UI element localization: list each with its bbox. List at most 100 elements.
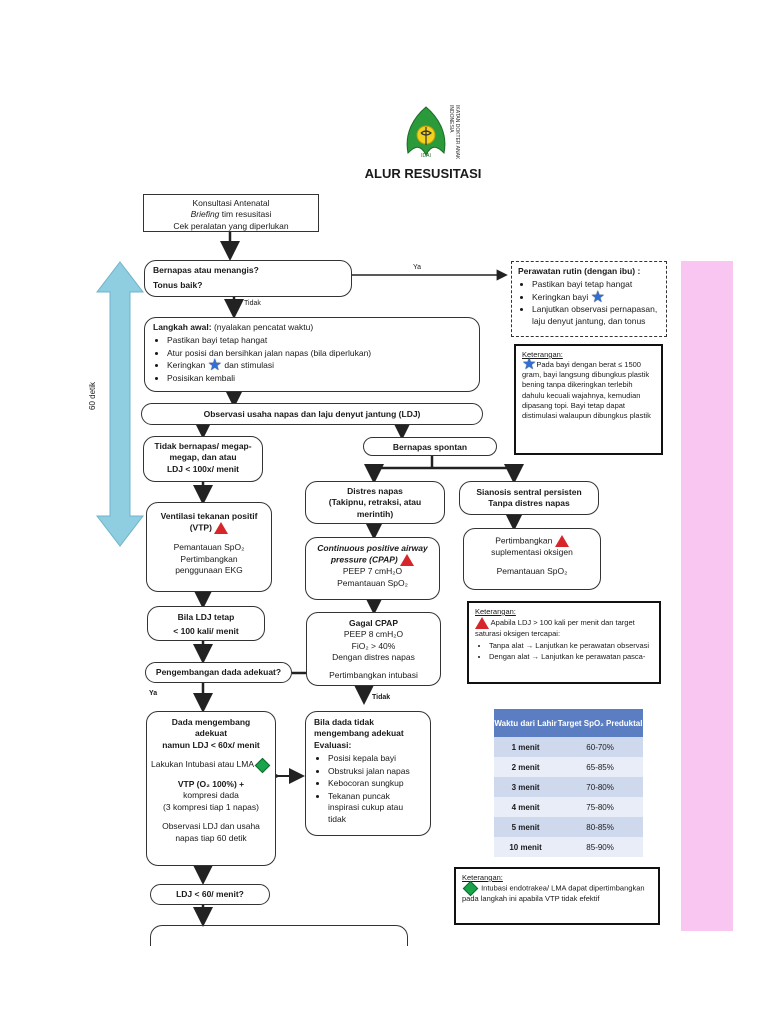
initial-item-airway: Atur posisi dan bersihkan jalan napas (b… xyxy=(167,348,471,359)
tone-question: Tonus baik? xyxy=(153,280,203,291)
chest-no-label: Tidak xyxy=(372,694,391,701)
adequate-line3: namun LDJ < 60x/ menit xyxy=(162,739,260,750)
table-cell: 60-70% xyxy=(586,742,614,752)
routine-care-box: Perawatan rutin (dengan ibu) : Pastikan … xyxy=(511,261,667,337)
table-row: 2 menit 65-85% xyxy=(494,757,643,777)
routine-item-observe: Lanjutkan observasi pernapasan, laju den… xyxy=(532,304,660,327)
initial-item-warm: Pastikan bayi tetap hangat xyxy=(167,335,471,346)
side-panel xyxy=(681,261,733,931)
note2-text-row: Apabila LDJ > 100 kali per menit dan tar… xyxy=(475,617,635,639)
cpap-fail-peep: PEEP 8 cmH₂O xyxy=(343,629,404,640)
inadequate-item-head: Posisi kepala bayi xyxy=(328,753,422,764)
table-cell: 85-90% xyxy=(586,842,614,852)
inadequate-item-pressure: Tekanan puncak inspirasi cukup atau tida… xyxy=(328,791,422,825)
chest-yes-label: Ya xyxy=(149,690,158,697)
table-header-target: Target SpO₂ Preduktal xyxy=(557,718,643,728)
spo2-table-wrap: Waktu dari Lahir Target SpO₂ Preduktal 1… xyxy=(494,709,643,857)
inadequate-item-leak: Kebocoran sungkup xyxy=(328,778,422,789)
vtp-consider1: Pertimbangkan xyxy=(180,553,238,564)
q1-yes-label: Ya xyxy=(413,264,422,271)
cyanosis-line2: Tanpa distres napas xyxy=(488,498,570,509)
spontaneous-box: Bernapas spontan xyxy=(363,437,497,456)
vtp-abbr-row: (VTP) xyxy=(147,522,271,535)
star-icon: ★ xyxy=(207,357,222,375)
distress-line2: (Takipnu, retraksi, atau xyxy=(328,497,422,508)
cyanosis-box: Sianosis sentral persisten Tanpa distres… xyxy=(459,481,599,515)
table-header-row: Waktu dari Lahir Target SpO₂ Preduktal xyxy=(494,709,643,737)
not-breathing-box: Tidak bernapas/ megap- megap, dan atau L… xyxy=(143,436,263,482)
inadequate-item-obstruction: Obstruksi jalan napas xyxy=(328,766,422,777)
table-cell: 10 menit xyxy=(509,842,542,852)
adequate-line1: Dada mengembang xyxy=(171,717,251,727)
note1-title: Keterangan: xyxy=(522,350,563,359)
vtp-title: Ventilasi tekanan positif xyxy=(160,511,258,521)
oxygen-monitor: Pemantauan SpO₂ xyxy=(496,566,568,577)
initial-item-reposition: Posisikan kembali xyxy=(167,373,471,384)
table-header-time: Waktu dari Lahir xyxy=(494,718,557,728)
q1-no-label: Tidak xyxy=(244,300,261,307)
routine-item-dry: Keringkan bayi ★ xyxy=(532,289,660,305)
adequate-intubation-row: Lakukan Intubasi atau LMA xyxy=(147,757,275,773)
note3-box: Keterangan: Intubasi endotrakea/ LMA dap… xyxy=(454,867,660,925)
page-title: ALUR RESUSITASI xyxy=(364,166,482,181)
initial-item-dry: Keringkan ★ dan stimulasi xyxy=(167,357,471,375)
logo: IDAI xyxy=(386,103,466,167)
note1-box: Keterangan: ★Pada bayi dengan berat ≤ 15… xyxy=(514,344,663,455)
cpap-title2-row: pressure (CPAP) xyxy=(306,554,439,567)
adequate-vtp1: VTP (O₂ 100%) + xyxy=(177,778,245,789)
table-cell: 2 menit xyxy=(511,762,540,772)
oxygen-box: Pertimbangkan suplementasi oksigen Peman… xyxy=(463,528,601,590)
adequate-vtp3: (3 kompresi tiap 1 napas) xyxy=(163,801,259,812)
logo-leaf-icon xyxy=(406,106,446,157)
distress-line3: merintih) xyxy=(356,508,394,519)
oxygen-line1-row: Pertimbangkan xyxy=(464,535,600,547)
table-cell: 70-80% xyxy=(586,782,614,792)
cpap-fail-fio2: FiO₂ > 40% xyxy=(351,640,396,651)
not-breathing-line2: megap, dan atau xyxy=(169,452,237,463)
diamond-icon xyxy=(254,757,271,773)
table-cell: 1 menit xyxy=(511,742,540,752)
note3-title: Keterangan: xyxy=(462,873,503,882)
observe-box: Observasi usaha napas dan laju denyut ja… xyxy=(141,403,483,425)
adequate-obs1: Observasi LDJ dan usaha xyxy=(162,821,260,832)
initial-steps-box: Langkah awal: (nyalakan pencatat waktu) … xyxy=(144,317,480,392)
warning-triangle-icon xyxy=(554,535,569,547)
adequate-chest-box: Dada mengembang adekuat namun LDJ < 60x/… xyxy=(146,711,276,866)
ldj60-box: LDJ < 60/ menit? xyxy=(150,884,270,905)
table-cell: 65-85% xyxy=(586,762,614,772)
cpap-title1: Continuous positive airway xyxy=(317,543,428,553)
warning-triangle-icon xyxy=(475,617,489,630)
note3-text-row: Intubasi endotrakea/ LMA dapat dipertimb… xyxy=(462,880,652,904)
table-row: 3 menit 70-80% xyxy=(494,777,643,797)
note2-item-no-device: Tanpa alat → Lanjutkan ke perawatan obse… xyxy=(489,641,653,651)
note2-title: Keterangan: xyxy=(475,607,516,616)
table-row: 1 menit 60-70% xyxy=(494,737,643,757)
inadequate-chest-box: Bila dada tidak mengembang adekuat Evalu… xyxy=(305,711,431,836)
star-icon: ★ xyxy=(522,356,537,374)
cpap-box: Continuous positive airway pressure (CPA… xyxy=(305,537,440,600)
logo-ring-text: IKATAN DOKTER ANAK INDONESIA xyxy=(448,105,460,160)
distress-line1: Distres napas xyxy=(347,486,403,496)
inadequate-line3: Evaluasi: xyxy=(314,739,352,750)
antenatal-line1: Konsultasi Antenatal xyxy=(192,198,270,208)
routine-item-warm: Pastikan bayi tetap hangat xyxy=(532,279,660,290)
breathing-question: Bernapas atau menangis? xyxy=(153,265,259,275)
antenatal-line3: Cek peralatan yang diperlukan xyxy=(173,220,289,231)
antenatal-line2: Briefing tim resusitasi xyxy=(190,209,272,220)
table-cell: 75-80% xyxy=(586,802,614,812)
logo-bottom-text: IDAI xyxy=(421,153,431,159)
vtp-consider2: penggunaan EKG xyxy=(175,565,243,576)
ldj100-line1: Bila LDJ tetap xyxy=(177,612,235,622)
table-cell: 5 menit xyxy=(511,822,540,832)
not-breathing-line1: Tidak bernapas/ megap- xyxy=(154,441,252,451)
adequate-line2: adekuat xyxy=(194,728,228,739)
cpap-peep: PEEP 7 cmH₂O xyxy=(342,566,403,577)
table-cell: 3 menit xyxy=(511,782,540,792)
inadequate-line2: mengembang adekuat xyxy=(314,728,404,739)
note2-item-with-device: Dengan alat → Lanjutkan ke perawatan pas… xyxy=(489,652,653,662)
spo2-table: Waktu dari Lahir Target SpO₂ Preduktal 1… xyxy=(494,709,643,857)
cyanosis-line1: Sianosis sentral persisten xyxy=(476,487,582,497)
cpap-fail-intubation: Pertimbangkan intubasi xyxy=(329,669,418,680)
next-step-box xyxy=(150,925,408,946)
